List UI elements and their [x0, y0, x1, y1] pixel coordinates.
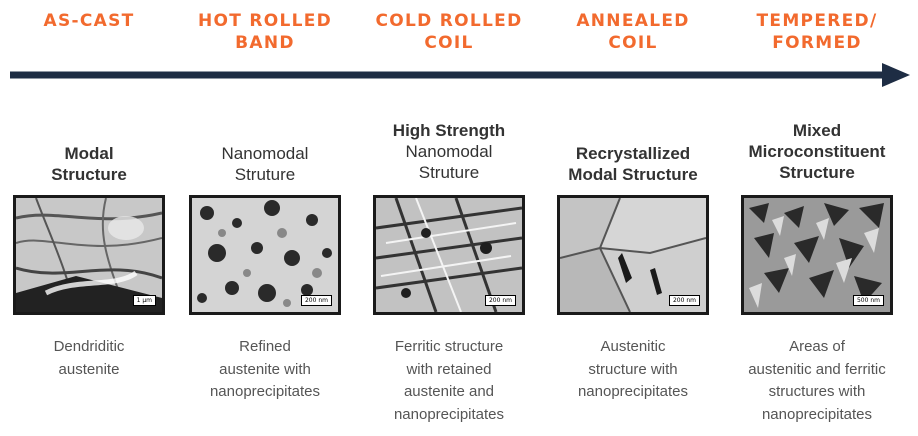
- stage-label: ANNEALED COIL: [576, 11, 690, 53]
- mixed-microconstituent-micrograph: 500 nm: [741, 195, 893, 315]
- structure-title: Modal Structure: [51, 144, 127, 184]
- stage-label: AS-CAST: [43, 11, 135, 31]
- scale-bar: 1 µm: [132, 295, 156, 306]
- structure-title: Recrystallized Modal Structure: [568, 144, 698, 184]
- high-strength-nanomodal-micrograph: 200 nm: [373, 195, 525, 315]
- structure-description: Refined austenite with nanoprecipitates: [209, 338, 321, 400]
- scale-bar: 200 nm: [484, 295, 516, 306]
- structure-description: Ferritic structure with retained austeni…: [393, 338, 505, 423]
- structure-title: Mixed Microconstituent Structure: [748, 121, 886, 182]
- modal-structure-micrograph: 1 µm: [13, 195, 165, 315]
- scale-bar: 200 nm: [300, 295, 332, 306]
- structure-description: Dendriditic austenite: [53, 338, 125, 378]
- structure-title: Nanomodal Struture: [221, 144, 309, 184]
- structure-title: High Strength Nanomodal Struture: [392, 121, 506, 182]
- scale-bar: 500 nm: [852, 295, 884, 306]
- structure-description: Austenitic structure with nanoprecipitat…: [577, 338, 689, 400]
- process-arrow: [10, 63, 910, 87]
- scale-bar: 200 nm: [668, 295, 700, 306]
- nanomodal-structure-micrograph: 200 nm: [189, 195, 341, 315]
- stage-label: HOT ROLLED BAND: [197, 11, 333, 53]
- stage-label: COLD ROLLED COIL: [375, 11, 523, 53]
- stage-label: TEMPERED/ FORMED: [756, 11, 878, 53]
- structure-description: Areas of austenitic and ferritic structu…: [748, 338, 886, 423]
- recrystallized-modal-micrograph: 200 nm: [557, 195, 709, 315]
